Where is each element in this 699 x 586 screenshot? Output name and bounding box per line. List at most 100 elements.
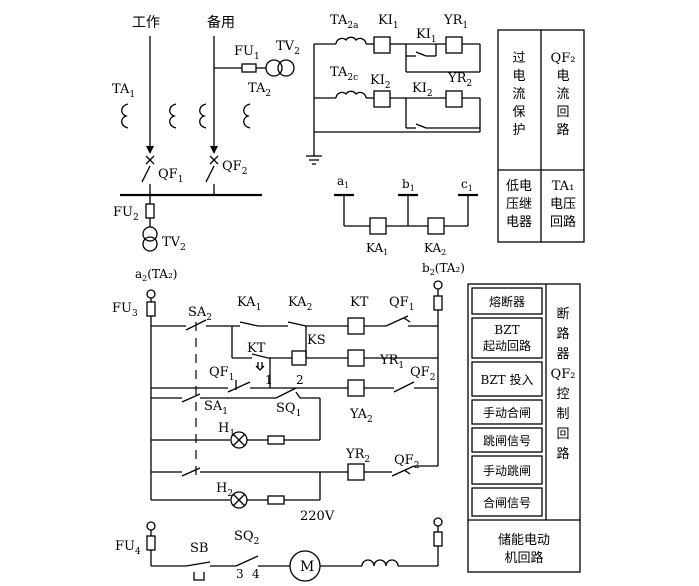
ta2c-label: TA2c — [330, 65, 358, 83]
cell-char: 回 — [556, 427, 569, 442]
cell-line: 机回路 — [504, 550, 543, 566]
qf2-trip-contact — [391, 465, 415, 477]
primary-circuit: 工作 备用 FU1 TV2 TA2 TA1 QF1 QF2 — [112, 14, 300, 253]
work-source-label: 工作 — [132, 15, 160, 31]
cell-char: 路 — [556, 326, 569, 342]
ka1-relay-coil — [369, 217, 387, 235]
kt-time-contact — [251, 353, 269, 359]
fu1-label: FU1 — [234, 44, 260, 62]
sq1-contact-tick — [295, 391, 301, 399]
h1-resistor — [267, 435, 285, 445]
low-voltage-relay-circuit: a1 b1 c1 KA1 KA2 — [334, 174, 478, 257]
node-2-label: 2 — [296, 373, 304, 387]
ki2-label: KI2 — [370, 73, 391, 91]
qf1-contact-label: QF1 — [209, 365, 234, 383]
standby-source-label: 备用 — [207, 14, 235, 31]
sq1-contact — [275, 387, 297, 399]
yr1-control-coil — [347, 349, 365, 367]
qf2-blade — [205, 165, 215, 183]
b2-terminal — [433, 280, 443, 290]
ta1-current-transformers — [121, 103, 251, 129]
cell-line: 电器 — [506, 215, 532, 230]
fu3-label: FU3 — [112, 301, 138, 319]
cell-line: 回路 — [550, 214, 576, 230]
fu2-fuse — [145, 203, 155, 219]
sa-trip-switch — [181, 467, 201, 477]
cell-line: 压继 — [506, 197, 532, 212]
h1-label: H1 — [218, 421, 235, 439]
h2-resistor — [267, 495, 285, 505]
cell-char: QF₂ — [551, 51, 576, 66]
motor-label: M — [300, 559, 314, 575]
ki1-relay-coil — [373, 36, 391, 54]
kt-coil — [347, 317, 365, 335]
a2-terminal — [146, 289, 156, 299]
ki1-label: KI1 — [378, 13, 399, 31]
ta-symbol — [243, 103, 251, 129]
qf1-contact — [227, 381, 251, 393]
cell-trip-signal-box — [471, 427, 543, 453]
ka1-label: KA1 — [366, 241, 388, 257]
ya2-close-coil — [347, 379, 365, 397]
overcurrent-cell: 过 电 流 保 护 — [512, 51, 525, 138]
sa1-switch — [181, 393, 201, 403]
b2-label: b2(TA₂) — [422, 261, 465, 277]
fu2-label: FU2 — [113, 205, 139, 223]
control-table-cells: 熔断器 BZT 起动回路 BZT 投入 手动合闸 跳闸信号 手动跳闸 合闸信号 — [481, 294, 534, 510]
motor-inductor — [361, 559, 399, 567]
ks-label: KS — [307, 333, 326, 348]
a2-label: a2(TA₂) — [135, 267, 177, 283]
kt-delay-mark — [255, 362, 265, 371]
ta1-label: TA1 — [112, 82, 135, 100]
ya2-label: YA2 — [349, 407, 373, 425]
yr1-trip-coil — [445, 36, 463, 54]
cell-fuse-box — [471, 287, 543, 315]
sq2-label: SQ2 — [234, 529, 259, 547]
yr2-label: YR2 — [447, 71, 472, 89]
ks-relay-coil — [291, 350, 307, 366]
kt-label: KT — [350, 295, 369, 310]
sb-button-actuator — [193, 572, 205, 581]
tv2b-label: TV2 — [162, 235, 186, 253]
a1-label: a1 — [337, 174, 349, 190]
c1-label: c1 — [461, 177, 473, 193]
ka1-contact-label: KA1 — [237, 295, 261, 313]
ki2b-contact — [415, 123, 427, 129]
sa1-label: SA1 — [204, 399, 228, 417]
ta-symbol — [199, 103, 207, 129]
standby-feeder-arrow — [210, 146, 218, 154]
cell-line: 低电 — [506, 179, 532, 194]
cell-char: 器 — [556, 347, 569, 362]
ka2-relay-coil — [427, 217, 445, 235]
node-3-label: 3 — [236, 567, 244, 581]
ta-symbol — [169, 103, 177, 129]
qf2-aux-label: QF2 — [410, 365, 435, 383]
cell-bzt-start: BZT — [494, 323, 519, 337]
ka2-contact — [287, 321, 307, 327]
yr1-label: YR1 — [443, 13, 468, 31]
sb-label: SB — [190, 541, 208, 556]
ta1-voltage-cell: TA₁ 电压 回路 — [550, 179, 576, 230]
yr1-control-label: YR1 — [379, 353, 404, 371]
yr2-trip-coil — [445, 90, 463, 108]
ta-symbol — [121, 103, 129, 129]
fu4-label: FU4 — [115, 539, 141, 557]
cell-char: 制 — [556, 407, 569, 422]
qf2-current-cell: QF₂ 电 流 回 路 — [551, 51, 576, 138]
cell-line: TA₁ — [552, 179, 575, 194]
cell-char: 回 — [556, 105, 569, 120]
cell-char: 电 — [556, 69, 569, 84]
kt-contact-label: KT — [247, 341, 266, 356]
ta2a-coil — [335, 36, 367, 45]
cell-fuse: 熔断器 — [489, 294, 525, 309]
cell-char: 过 — [512, 51, 525, 66]
ki1b-label: KI1 — [416, 27, 437, 45]
cell-bzt-start-box — [471, 317, 543, 359]
cell-bzt-on-box — [471, 361, 543, 397]
cell-char: 流 — [556, 87, 569, 102]
cell-char: 电 — [512, 69, 525, 84]
qf2-breaker-cross — [209, 155, 219, 165]
sq1-label: SQ1 — [276, 401, 301, 419]
cell-char: 护 — [512, 123, 525, 138]
